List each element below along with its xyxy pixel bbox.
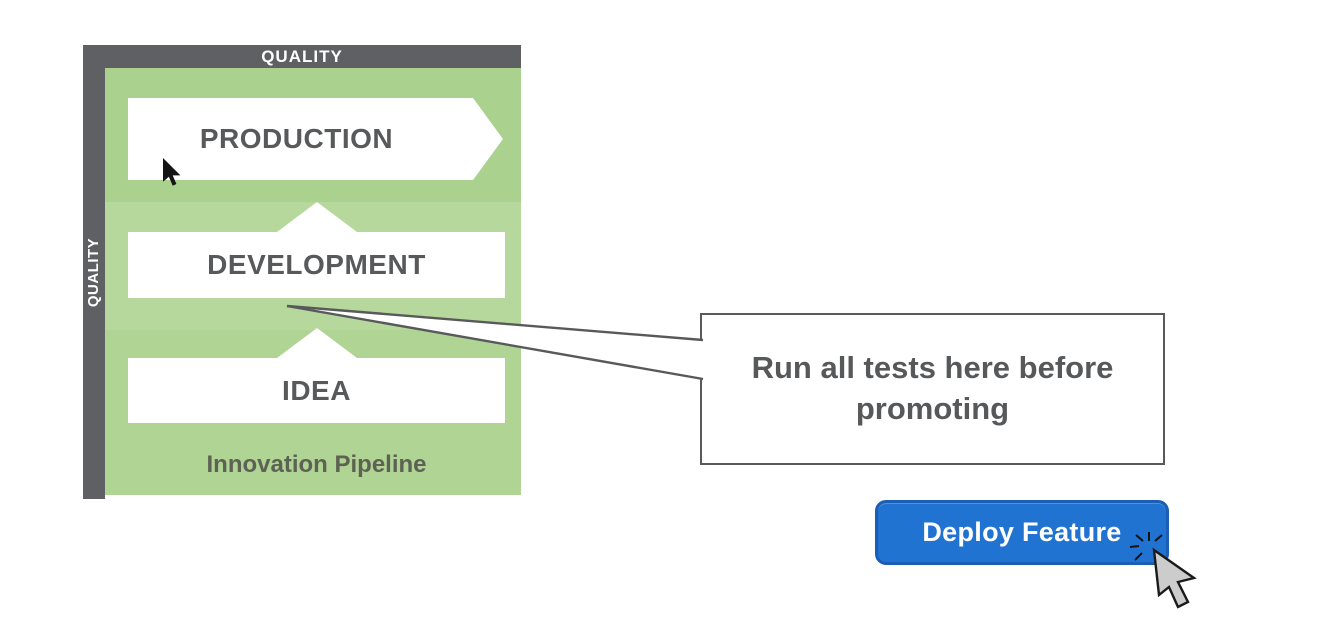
callout-text: Run all tests here before promoting xyxy=(751,350,1114,426)
quality-axis-top: QUALITY xyxy=(83,45,521,68)
stage-production-label: PRODUCTION xyxy=(199,123,394,154)
quality-axis-left-label: QUALITY xyxy=(85,237,103,307)
stage-development: DEVELOPMENT xyxy=(128,232,505,298)
stage-development-label: DEVELOPMENT xyxy=(207,249,426,280)
stage-idea: IDEA xyxy=(128,358,505,423)
quality-axis-left: QUALITY xyxy=(83,45,105,499)
stage-production: PRODUCTION xyxy=(128,98,503,180)
quality-axis-top-label: QUALITY xyxy=(261,46,343,66)
diagram-caption: Innovation Pipeline xyxy=(206,451,427,478)
stage-idea-label: IDEA xyxy=(282,374,351,406)
callout-box: Run all tests here before promoting xyxy=(700,313,1165,465)
deploy-feature-button[interactable]: Deploy Feature xyxy=(875,500,1169,565)
pipeline-plot-area: PRODUCTION DEVELOPMENT IDEA Innovation P… xyxy=(105,68,521,495)
deploy-feature-label: Deploy Feature xyxy=(922,517,1122,547)
